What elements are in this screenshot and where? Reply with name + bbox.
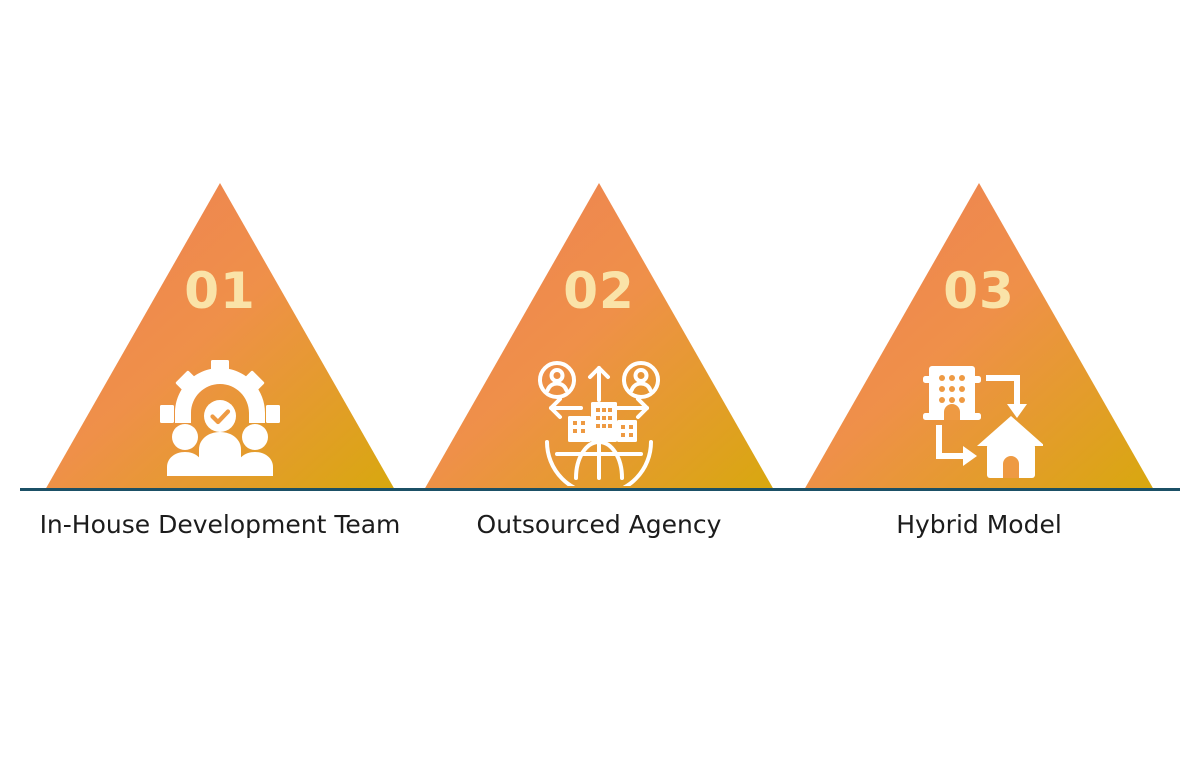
step-caption-3: Hybrid Model [896,510,1062,539]
step-number-1: 01 [184,262,256,320]
horizontal-baseline-rule [20,488,1180,491]
triangle-shape-3 [789,183,1169,490]
step-column-3[interactable]: 03 [789,0,1169,768]
step-icon-3 [789,358,1169,486]
step-number-2: 02 [563,262,635,320]
triangle-shape-2 [409,183,789,490]
step-column-1[interactable]: 01 [30,0,410,768]
triangle-shape-1 [30,183,410,490]
step-caption-1: In-House Development Team [39,510,401,539]
step-icon-2 [409,358,789,486]
gear-team-check-icon [160,360,280,476]
step-number-3: 03 [943,262,1015,320]
step-caption-2: Outsourced Agency [476,510,722,539]
step-icon-1 [30,358,410,486]
step-column-2[interactable]: 02 [409,0,789,768]
office-home-exchange-icon [923,366,1043,478]
global-outsourcing-icon [538,361,660,486]
